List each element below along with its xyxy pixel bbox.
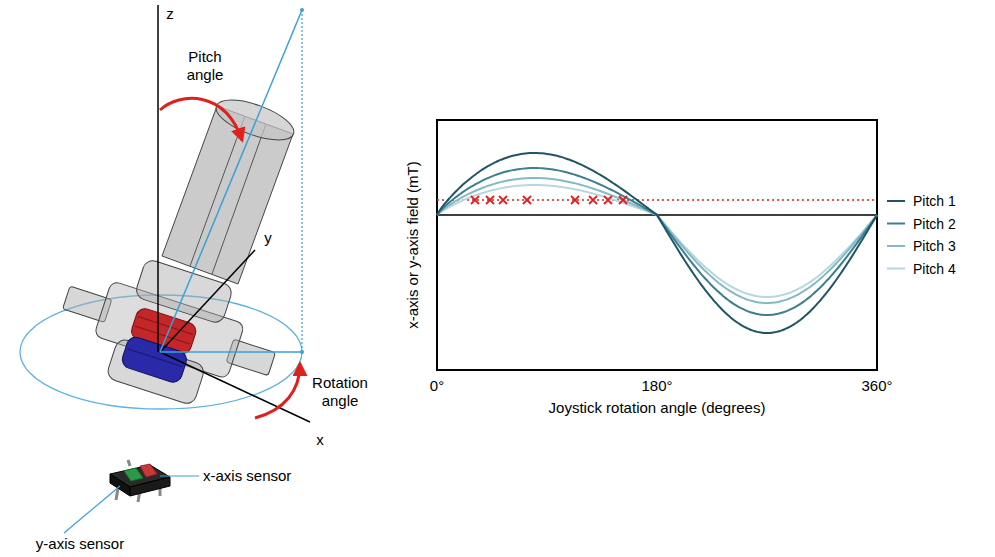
handle-cap: [211, 92, 298, 148]
joystick-body: [47, 92, 299, 425]
legend-sample: [887, 268, 905, 270]
chip-pin: [128, 460, 130, 466]
projection-line: [160, 351, 302, 353]
legend-samples: [887, 201, 905, 269]
angle-label: Pitch angle: [179, 48, 231, 84]
tick-label: 0°: [430, 377, 444, 395]
handle-edge: [190, 116, 245, 266]
sensor-chip: [110, 460, 170, 502]
legend-label: Pitch 3: [913, 238, 956, 255]
y-sensor-element: [124, 468, 143, 481]
axis-title: Joystick rotation angle (degrees): [549, 399, 766, 417]
axis-letter: y: [262, 229, 274, 247]
legend-label: Pitch 2: [913, 215, 956, 232]
field-curve: [437, 153, 877, 333]
chip-side: [110, 474, 130, 496]
pitch-point: [300, 8, 304, 12]
axis-letter: x: [314, 431, 326, 449]
y-axis: [160, 250, 255, 352]
cross-symbol: [589, 196, 597, 204]
handle-edge: [212, 124, 266, 274]
crossing-mark: [523, 196, 531, 204]
field-curve: [437, 168, 877, 315]
cross-symbol: [604, 196, 612, 204]
tick-label: 180°: [641, 377, 672, 395]
legend-label: Pitch 1: [913, 193, 956, 210]
x-axis: [160, 352, 310, 422]
field-curve: [437, 185, 877, 297]
leader-line: [64, 486, 120, 533]
cross-symbol: [523, 196, 531, 204]
projection-dotted: [301, 10, 302, 352]
cross-symbol: [619, 196, 627, 204]
rotation-arrow: [255, 364, 300, 418]
curve-group: [437, 153, 877, 333]
sensor-label: x-axis sensor: [203, 467, 291, 485]
legend-label: Pitch 4: [913, 260, 956, 277]
crossing-mark: [499, 196, 507, 204]
crossing-mark: [604, 196, 612, 204]
chart-frame: [437, 120, 877, 370]
crossing-marks: [471, 196, 627, 204]
cross-symbol: [471, 196, 479, 204]
tick-label: 360°: [861, 377, 892, 395]
angle-label: Rotation angle: [307, 374, 373, 410]
pitch-arrow: [160, 98, 242, 140]
legend-sample: [887, 245, 905, 247]
axis-letter: z: [164, 5, 176, 23]
crossing-mark: [471, 196, 479, 204]
x-sensor-element: [140, 464, 157, 477]
pitch-line: [160, 10, 302, 352]
cross-symbol: [571, 196, 579, 204]
legend-sample: [887, 200, 905, 202]
axis-title: x-axis or y-axis field (mT): [404, 161, 422, 329]
cross-symbol: [499, 196, 507, 204]
legend-sample: [887, 223, 905, 225]
cross-symbol: [486, 196, 494, 204]
crossing-mark: [619, 196, 627, 204]
field-curve: [437, 178, 877, 303]
crossing-mark: [486, 196, 494, 204]
magnet-south: [120, 335, 189, 385]
crossing-mark: [589, 196, 597, 204]
z-axis: [157, 5, 159, 352]
crossing-mark: [571, 196, 579, 204]
leader-line: [160, 475, 199, 476]
projection-point: [300, 350, 304, 354]
sensor-label: y-axis sensor: [36, 535, 124, 553]
